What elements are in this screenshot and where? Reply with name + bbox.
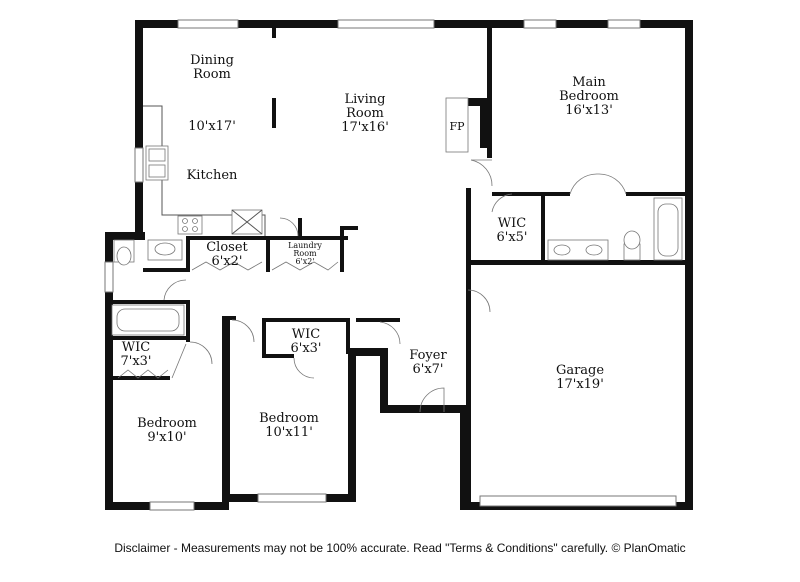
laundry-room-label-line2: Room — [293, 249, 317, 258]
closet-label: Closet — [206, 240, 248, 255]
wic-main-size: 6'x5' — [496, 230, 527, 245]
wic-left-size: 7'x3' — [120, 354, 151, 369]
dining-room-size: 10'x17' — [188, 119, 236, 134]
dining-room-label-line1: Dining — [190, 53, 234, 68]
room-labels: Dining Room 10'x17' Kitchen Living Room … — [120, 53, 618, 445]
garage-label: Garage — [556, 363, 604, 378]
wic-main-label: WIC — [498, 216, 526, 231]
fixtures — [111, 97, 683, 336]
bedroom-left-label: Bedroom — [137, 416, 197, 431]
kitchen-label: Kitchen — [187, 168, 238, 183]
living-room-size: 17'x16' — [341, 120, 389, 135]
garage-size: 17'x19' — [556, 377, 604, 392]
bedroom-mid-label: Bedroom — [259, 411, 319, 426]
main-bedroom-size: 16'x13' — [565, 103, 613, 118]
foyer-label: Foyer — [409, 348, 447, 363]
doors — [117, 159, 627, 413]
wic-left-label: WIC — [122, 340, 150, 355]
bedroom-left-size: 9'x10' — [147, 430, 186, 445]
living-room-label-line1: Living — [345, 92, 386, 107]
wic-mid-label: WIC — [292, 327, 320, 342]
wic-mid-size: 6'x3' — [290, 341, 321, 356]
main-bedroom-label-line1: Main — [572, 75, 606, 90]
main-bedroom-label-line2: Bedroom — [559, 89, 619, 104]
foyer-size: 6'x7' — [412, 362, 443, 377]
living-room-label-line2: Room — [346, 106, 384, 121]
disclaimer-text: Disclaimer - Measurements may not be 100… — [114, 541, 685, 555]
fireplace-label: FP — [449, 120, 465, 133]
bedroom-mid-size: 10'x11' — [265, 425, 313, 440]
dining-room-label-line2: Room — [193, 67, 231, 82]
windows — [104, 19, 677, 511]
laundry-room-label-line1: Laundry — [288, 241, 322, 250]
laundry-room-size: 6'x2' — [295, 257, 314, 266]
interior-walls — [110, 28, 688, 510]
closet-size: 6'x2' — [211, 254, 242, 269]
